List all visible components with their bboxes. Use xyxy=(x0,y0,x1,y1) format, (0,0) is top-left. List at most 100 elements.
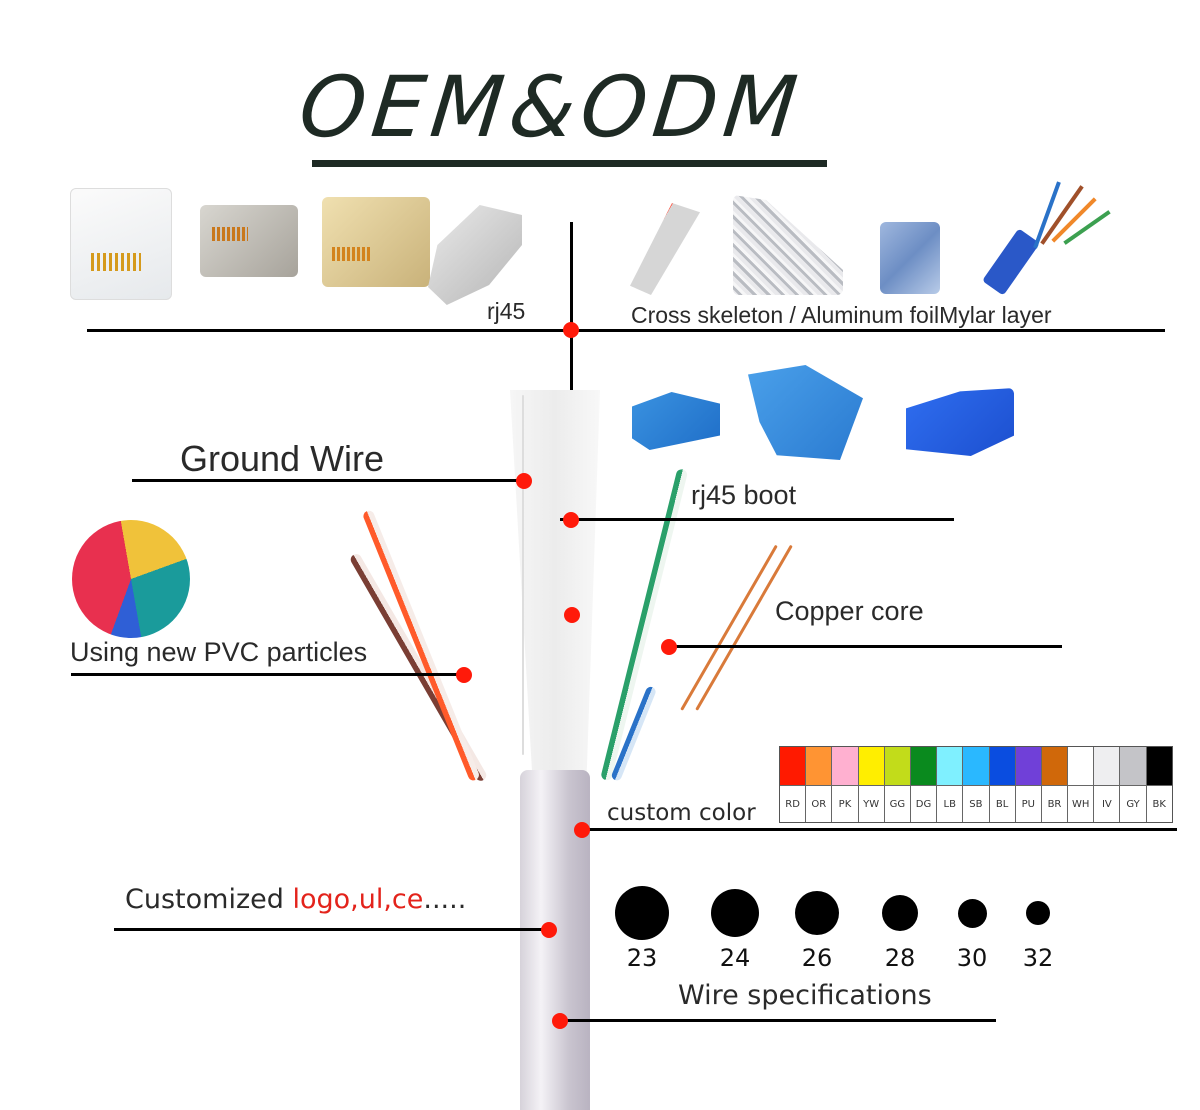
gauge-dot-23 xyxy=(615,886,669,940)
swatch-fill xyxy=(884,747,910,786)
color-code: SB xyxy=(969,798,983,810)
blue-boot-group-icon xyxy=(748,365,863,460)
gauge-label-26: 26 xyxy=(801,944,833,972)
swatch-fill xyxy=(1015,747,1041,786)
cable-jacket xyxy=(520,770,590,1110)
tool-free-rj45-plug-icon xyxy=(428,205,522,305)
swatch-fill xyxy=(1041,747,1068,786)
swatch-fill xyxy=(1094,747,1120,786)
gold-shielded-rj45-plug-icon xyxy=(322,197,430,287)
color-swatch-br: BR xyxy=(1041,747,1069,822)
color-code: BK xyxy=(1152,798,1166,810)
swatch-fill xyxy=(806,747,832,786)
gauge-label-28: 28 xyxy=(884,944,916,972)
gauge-label-23: 23 xyxy=(626,944,658,972)
wire-specs-label: Wire specifications xyxy=(678,980,932,1011)
swatch-fill xyxy=(780,747,806,786)
color-swatch-wh: WH xyxy=(1068,747,1095,822)
pvc-line xyxy=(71,673,464,676)
color-swatch-sb: SB xyxy=(963,747,990,822)
customized-label: Customized logo,ul,ce..... xyxy=(125,884,466,915)
customized-line xyxy=(114,928,550,931)
copper-core-strand xyxy=(695,544,793,711)
rj45-boot-line xyxy=(560,518,954,521)
color-code: WH xyxy=(1071,798,1090,810)
swatch-fill xyxy=(1146,747,1172,786)
ground-wire-line xyxy=(132,479,524,482)
gauge-label-32: 32 xyxy=(1022,944,1054,972)
color-swatch-pu: PU xyxy=(1015,747,1042,822)
blue-boot-single-icon xyxy=(632,392,720,450)
clear-rj45-plug-icon xyxy=(70,188,172,300)
color-swatch-lb: LB xyxy=(937,747,964,822)
color-code: YW xyxy=(863,798,880,810)
gauge-dot-32 xyxy=(1026,901,1050,925)
color-swatch-iv: IV xyxy=(1094,747,1121,822)
copper-core-line xyxy=(668,645,1062,648)
color-code: OR xyxy=(811,798,827,810)
swatch-fill xyxy=(858,747,884,786)
color-code: PU xyxy=(1021,798,1035,810)
swatch-fill xyxy=(989,747,1015,786)
gauge-label-30: 30 xyxy=(956,944,988,972)
gauge-dot-26 xyxy=(795,891,839,935)
color-code: BL xyxy=(995,798,1009,810)
customized-highlight: logo,ul,ce xyxy=(292,884,424,915)
color-swatch-bl: BL xyxy=(989,747,1016,822)
callout-dot-copper-core xyxy=(661,639,677,655)
color-swatch-gg: GG xyxy=(884,747,911,822)
callout-dot-pvc xyxy=(456,667,472,683)
ground-wire-strand xyxy=(522,395,524,755)
swatch-fill xyxy=(937,747,963,786)
customized-prefix: Customized xyxy=(125,884,293,915)
pvc-label: Using new PVC particles xyxy=(70,637,368,667)
color-swatch-gy: GY xyxy=(1120,747,1147,822)
callout-dot-ground-wire xyxy=(516,473,532,489)
customized-suffix: ..... xyxy=(423,884,467,915)
color-chart: RD OR PK YW GG DG LB SB BL PU BR WH IV GY BK xyxy=(779,746,1173,823)
color-swatch-pk: PK xyxy=(832,747,859,822)
color-code: PK xyxy=(838,798,852,810)
ground-wire-label: Ground Wire xyxy=(180,438,385,479)
color-swatch-dg: DG xyxy=(910,747,938,822)
foil-wrapped-wire-icon xyxy=(630,203,700,295)
custom-color-label: custom color xyxy=(607,800,756,826)
color-swatch-yw: YW xyxy=(858,747,885,822)
rj45-boot-label: rj45 boot xyxy=(691,480,797,510)
gauge-label-24: 24 xyxy=(719,944,751,972)
braided-shield-icon xyxy=(733,195,843,295)
color-code: GG xyxy=(889,798,906,810)
swatch-fill xyxy=(832,747,858,786)
title-underline xyxy=(312,160,827,167)
gauge-dot-24 xyxy=(711,889,759,937)
color-swatch-rd: RD xyxy=(780,747,807,822)
swatch-fill xyxy=(1120,747,1146,786)
callout-dot-customized xyxy=(541,922,557,938)
color-code: GY xyxy=(1126,798,1140,810)
callout-dot-custom-color xyxy=(574,822,590,838)
callout-dot-wire-specs xyxy=(552,1013,568,1029)
color-code: DG xyxy=(915,798,932,810)
blue-boot-pair-icon xyxy=(906,388,1014,456)
mylar-foil-icon xyxy=(880,222,940,294)
custom-color-line xyxy=(582,828,1177,831)
color-swatch-bk: BK xyxy=(1146,747,1172,822)
swatch-fill xyxy=(910,747,937,786)
top-divider-line xyxy=(87,329,1165,332)
callout-dot-filler xyxy=(564,607,580,623)
callout-dot-rj45-boot xyxy=(563,512,579,528)
gauge-dot-30 xyxy=(957,898,987,928)
color-code: BR xyxy=(1047,798,1062,810)
blue-utp-cable-icon xyxy=(981,160,1111,296)
copper-core-strand xyxy=(680,544,778,711)
copper-core-label: Copper core xyxy=(775,596,924,626)
pvc-particles-icon xyxy=(72,520,190,638)
orange-pair xyxy=(361,509,481,783)
rj45-label: rj45 xyxy=(487,298,526,324)
green-pair xyxy=(600,468,689,782)
shielded-rj45-plug-icon xyxy=(200,205,298,277)
color-code: IV xyxy=(1101,798,1112,810)
swatch-fill xyxy=(1068,747,1094,786)
color-code: RD xyxy=(785,798,800,810)
color-code: LB xyxy=(943,798,956,810)
